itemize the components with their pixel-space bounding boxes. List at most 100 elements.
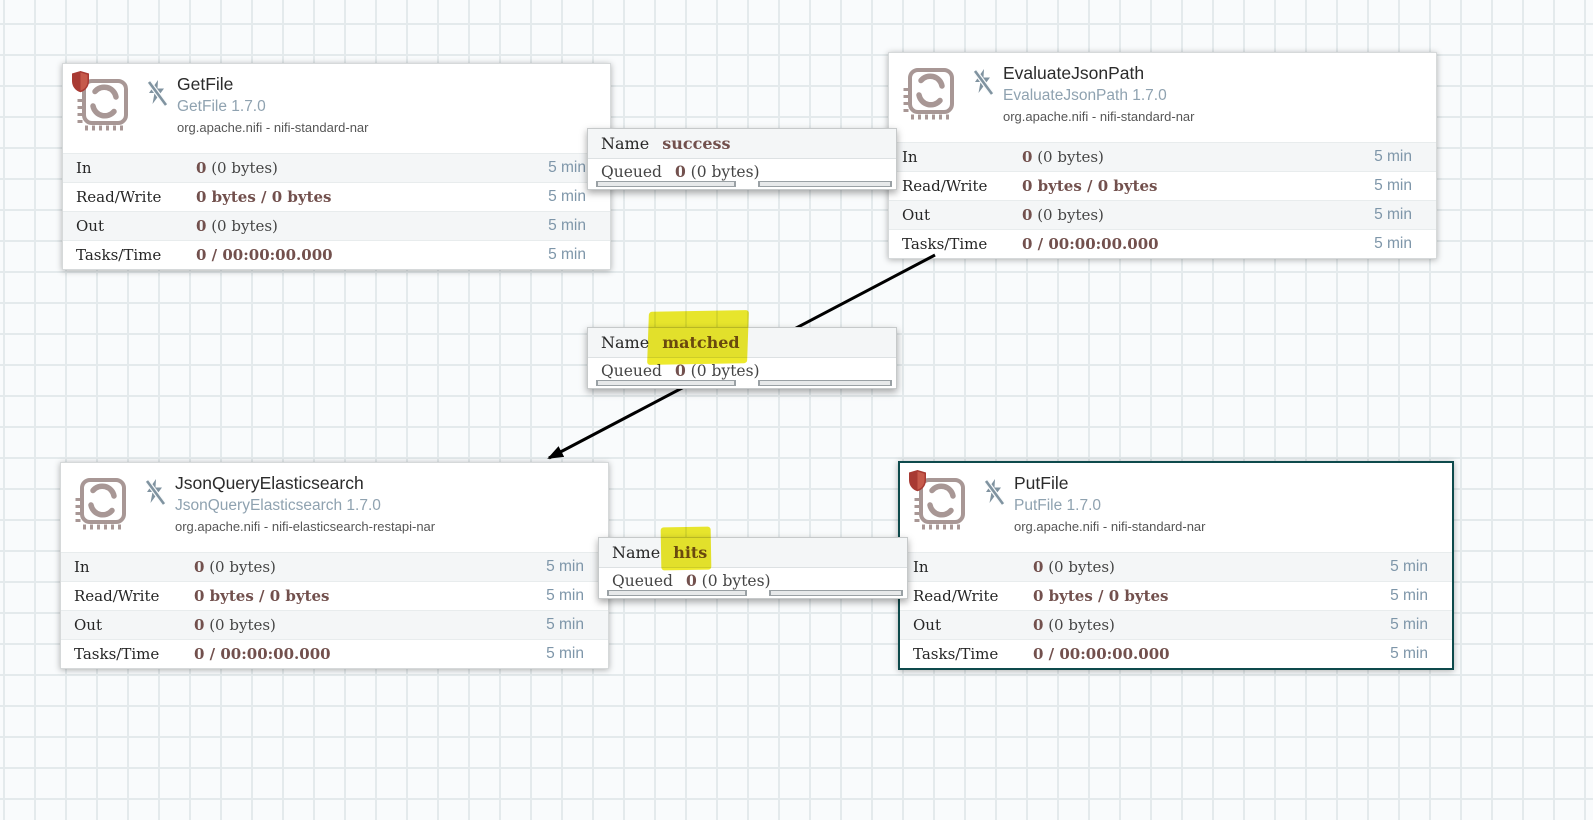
connection-queued-size: (0 bytes) bbox=[696, 572, 771, 590]
stat-period: 5 min bbox=[548, 188, 586, 205]
connection-queued-count: 0 bbox=[674, 162, 686, 181]
stat-value: 0 / 00:00:00.000 bbox=[1022, 235, 1159, 253]
stat-row-out: Out 0 (0 bytes) 5 min bbox=[63, 211, 610, 240]
stat-period: 5 min bbox=[546, 558, 584, 575]
stat-label: Out bbox=[902, 206, 930, 224]
connection-queued-size: (0 bytes) bbox=[685, 163, 760, 181]
stat-row-readwrite: Read/Write 0 bytes / 0 bytes 5 min bbox=[63, 182, 610, 211]
connection-label-hits[interactable]: Name hits Queued 0 (0 bytes) bbox=[598, 537, 908, 599]
processor-putfile[interactable]: PutFile PutFile 1.7.0 org.apache.nifi - … bbox=[898, 461, 1454, 670]
connection-name-row: Name success bbox=[588, 129, 896, 159]
stat-value: 0 / 00:00:00.000 bbox=[1033, 645, 1170, 663]
stat-value: 0 (0 bytes) bbox=[1033, 616, 1115, 634]
stat-row-tasks: Tasks/Time 0 / 00:00:00.000 5 min bbox=[61, 639, 608, 668]
stat-value: 0 (0 bytes) bbox=[1033, 558, 1115, 576]
stat-label: Tasks/Time bbox=[76, 246, 162, 264]
processor-name: GetFile bbox=[177, 74, 234, 94]
stat-label: Read/Write bbox=[74, 587, 160, 605]
processor-type: PutFile 1.7.0 bbox=[1014, 497, 1102, 514]
stat-label: In bbox=[76, 159, 92, 177]
connection-name-value: success bbox=[662, 134, 731, 153]
connection-queued-key: Queued bbox=[601, 163, 662, 181]
run-status-disabled-icon bbox=[145, 79, 169, 107]
stat-row-readwrite: Read/Write 0 bytes / 0 bytes 5 min bbox=[900, 581, 1452, 610]
restricted-shield-icon bbox=[71, 70, 90, 93]
connection-name-key: Name bbox=[601, 333, 650, 352]
connection-name-row: Name hits bbox=[599, 538, 907, 568]
stat-period: 5 min bbox=[1374, 235, 1412, 252]
stat-row-tasks: Tasks/Time 0 / 00:00:00.000 5 min bbox=[900, 639, 1452, 668]
backpressure-data-bar bbox=[769, 590, 903, 596]
run-status-disabled-icon bbox=[143, 478, 167, 506]
stats-table: In 0 (0 bytes) 5 min Read/Write 0 bytes … bbox=[63, 153, 610, 269]
stat-value: 0 (0 bytes) bbox=[194, 558, 276, 576]
stat-row-readwrite: Read/Write 0 bytes / 0 bytes 5 min bbox=[889, 171, 1436, 200]
processor-bundle: org.apache.nifi - nifi-standard-nar bbox=[1003, 109, 1195, 124]
stat-value: 0 (0 bytes) bbox=[1022, 206, 1104, 224]
stat-period: 5 min bbox=[1390, 587, 1428, 604]
stat-row-out: Out 0 (0 bytes) 5 min bbox=[61, 610, 608, 639]
stat-label: Tasks/Time bbox=[913, 645, 999, 663]
backpressure-object-bar bbox=[596, 380, 736, 386]
connection-queued-count: 0 bbox=[685, 571, 697, 590]
run-status-disabled-icon bbox=[982, 478, 1006, 506]
stat-value: 0 (0 bytes) bbox=[194, 616, 276, 634]
backpressure-object-bar bbox=[607, 590, 747, 596]
stat-value: 0 (0 bytes) bbox=[1022, 148, 1104, 166]
processor-stamp-icon bbox=[72, 71, 129, 133]
stat-value: 0 bytes / 0 bytes bbox=[1022, 177, 1158, 195]
connection-queued-row: Queued 0 (0 bytes) bbox=[588, 159, 896, 184]
processor-bundle: org.apache.nifi - nifi-standard-nar bbox=[1014, 519, 1206, 534]
stat-period: 5 min bbox=[548, 246, 586, 263]
stat-row-out: Out 0 (0 bytes) 5 min bbox=[889, 200, 1436, 229]
stat-row-tasks: Tasks/Time 0 / 00:00:00.000 5 min bbox=[63, 240, 610, 269]
connection-queued-count: 0 bbox=[674, 361, 686, 380]
processor-header: GetFile GetFile 1.7.0 org.apache.nifi - … bbox=[63, 64, 610, 153]
stat-period: 5 min bbox=[1374, 206, 1412, 223]
backpressure-object-bar bbox=[596, 181, 736, 187]
processor-getfile[interactable]: GetFile GetFile 1.7.0 org.apache.nifi - … bbox=[62, 63, 611, 270]
stats-table: In 0 (0 bytes) 5 min Read/Write 0 bytes … bbox=[61, 552, 608, 668]
processor-bundle: org.apache.nifi - nifi-standard-nar bbox=[177, 120, 369, 135]
connection-label-success[interactable]: Name success Queued 0 (0 bytes) bbox=[587, 128, 897, 190]
stat-label: Read/Write bbox=[902, 177, 988, 195]
connection-name-key: Name bbox=[601, 134, 650, 153]
stat-period: 5 min bbox=[1390, 616, 1428, 633]
stat-label: Out bbox=[913, 616, 941, 634]
processor-evaluatejsonpath[interactable]: EvaluateJsonPath EvaluateJsonPath 1.7.0 … bbox=[888, 52, 1437, 259]
run-status-disabled-icon bbox=[971, 68, 995, 96]
backpressure-data-bar bbox=[758, 181, 892, 187]
processor-name: PutFile bbox=[1014, 473, 1069, 493]
processor-name: JsonQueryElasticsearch bbox=[175, 473, 364, 493]
stat-value: 0 (0 bytes) bbox=[196, 159, 278, 177]
stat-row-in: In 0 (0 bytes) 5 min bbox=[61, 552, 608, 581]
stat-period: 5 min bbox=[548, 217, 586, 234]
processor-header: JsonQueryElasticsearch JsonQueryElastics… bbox=[61, 463, 608, 552]
processor-bundle: org.apache.nifi - nifi-elasticsearch-res… bbox=[175, 519, 436, 534]
stat-value: 0 bytes / 0 bytes bbox=[1033, 587, 1169, 605]
processor-stamp-icon bbox=[901, 66, 955, 122]
processor-name: EvaluateJsonPath bbox=[1003, 63, 1145, 83]
stat-label: In bbox=[902, 148, 918, 166]
processor-stamp-icon bbox=[73, 476, 127, 532]
connection-queued-key: Queued bbox=[612, 572, 673, 590]
stat-label: Tasks/Time bbox=[902, 235, 988, 253]
stat-label: Read/Write bbox=[913, 587, 999, 605]
stat-period: 5 min bbox=[548, 159, 586, 176]
stat-row-in: In 0 (0 bytes) 5 min bbox=[63, 153, 610, 182]
processor-header: EvaluateJsonPath EvaluateJsonPath 1.7.0 … bbox=[889, 53, 1436, 142]
stat-value: 0 bytes / 0 bytes bbox=[194, 587, 330, 605]
stat-period: 5 min bbox=[546, 616, 584, 633]
connection-name-key: Name bbox=[612, 543, 661, 562]
processor-type: JsonQueryElasticsearch 1.7.0 bbox=[175, 497, 381, 514]
stats-table: In 0 (0 bytes) 5 min Read/Write 0 bytes … bbox=[889, 142, 1436, 258]
stat-period: 5 min bbox=[1390, 645, 1428, 662]
connection-queued-key: Queued bbox=[601, 362, 662, 380]
connection-name-value: hits bbox=[673, 543, 708, 562]
processor-jsonqueryelasticsearch[interactable]: JsonQueryElasticsearch JsonQueryElastics… bbox=[60, 462, 609, 669]
stat-label: Out bbox=[74, 616, 102, 634]
